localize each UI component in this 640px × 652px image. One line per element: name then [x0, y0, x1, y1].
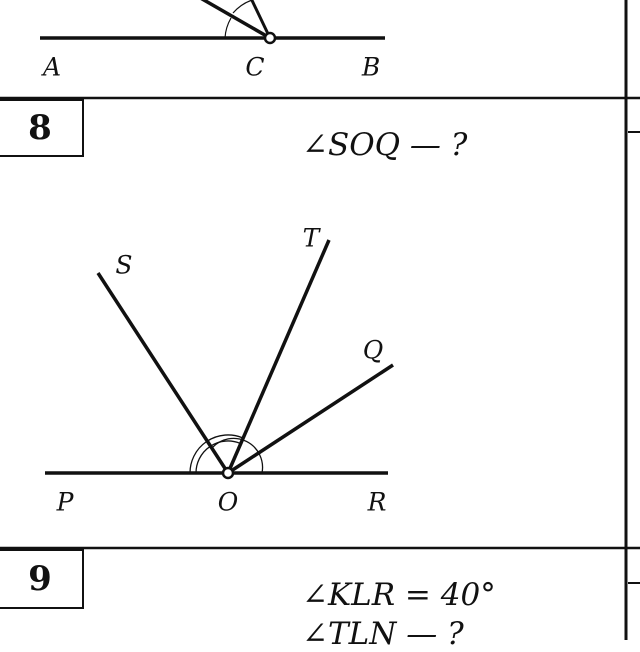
label-S: S [115, 250, 133, 280]
ray-shallow [200, 0, 271, 40]
label-Q: Q [362, 335, 384, 365]
problem-9-given: ∠KLR = 40° [302, 577, 496, 613]
label-O: O [217, 487, 239, 517]
problem-number-text: 9 [28, 559, 52, 599]
ray-OS [96, 272, 230, 474]
point-O [221, 466, 235, 480]
figure-problem-8 [45, 239, 394, 480]
problem-number-8: 8 [0, 99, 84, 157]
arc-SOR [211, 437, 264, 474]
label-R: R [367, 487, 387, 517]
arc-POT-outer [189, 434, 243, 474]
problem-9-question: ∠TLN — ? [302, 616, 464, 652]
angle-arc-2 [232, 0, 253, 14]
ray-steep [250, 0, 272, 39]
arc-POT-inner [195, 440, 241, 474]
label-T: T [302, 223, 320, 253]
label-A: A [42, 52, 62, 82]
angle-arc [224, 17, 232, 39]
label-C: C [245, 52, 265, 82]
figure-problem-7 [40, 0, 385, 45]
problem-8-question: ∠SOQ — ? [302, 127, 468, 163]
label-P: P [56, 487, 74, 517]
ray-OQ [227, 363, 394, 475]
ray-OT [226, 239, 331, 474]
point-C [263, 31, 277, 45]
label-B: B [361, 52, 381, 82]
problem-number-9: 9 [0, 549, 84, 609]
problem-number-text: 8 [28, 108, 52, 148]
